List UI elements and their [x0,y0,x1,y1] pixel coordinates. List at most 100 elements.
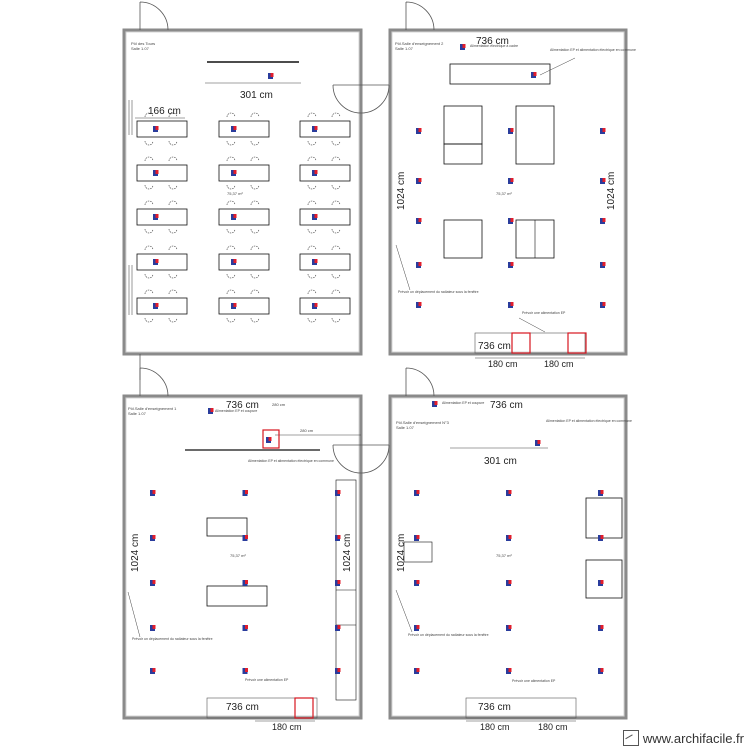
socket-icon [531,72,537,78]
socket-icon [416,178,422,184]
socket-icon [153,303,159,309]
room-title-line-2: Salle 1.07 [395,46,414,51]
socket-icon [335,668,341,674]
socket-icon [432,401,438,407]
top-width-dimension: 736 cm [490,400,523,411]
socket-icon [231,214,237,220]
area-label: 75,37 m² [230,553,246,558]
room-1: Pôl des Tours Salle 1.07 301 cm 166 cm 7… [122,1,363,380]
socket-icon [600,128,606,134]
socket-icon [416,302,422,308]
brand-watermark: www.archifacile.fr [622,730,744,746]
socket-icon [153,259,159,265]
socket-icon [242,490,248,496]
socket-icon [266,437,272,443]
socket-icon [508,128,514,134]
room-title-line-1: Pôl des Tours [131,41,155,46]
socket-icon [508,262,514,268]
note-2: Alimentation EP et alimentation électriq… [550,48,636,52]
socket-icon [600,302,606,308]
socket-icon [414,490,420,496]
wall-dimension: 301 cm [484,456,517,467]
socket-icon [414,668,420,674]
bottom-dimension: 736 cm [226,702,259,713]
note-3: Prévoir un déplacement du radiateur sous… [398,290,479,294]
side-dimension: 280 cm [272,402,286,407]
socket-icon [506,580,512,586]
socket-icon [153,126,159,132]
room-3: 736 cm Pôl.Salle d'enseignement 1 Salle … [122,367,363,732]
socket-icon [231,303,237,309]
note-2: Alimentation EP et alimentation électriq… [248,459,334,463]
desk [136,245,188,279]
socket-icon [312,214,318,220]
note-3: Prévoir un déplacement du radiateur sous… [408,633,489,637]
desk [218,200,270,234]
socket-icon [312,303,318,309]
socket-icon [231,126,237,132]
note-4: Prévoir une alimentation EP [245,678,289,682]
room-title-line-2: Salle 1.07 [128,411,147,416]
socket-icon [335,625,341,631]
socket-icon [416,128,422,134]
socket-icon [506,668,512,674]
area-label: 75,37 m² [227,191,243,196]
desk-grid [136,73,351,323]
socket-icon [242,668,248,674]
room-title-line-1: Pôl.Salle d'enseignement 1 [128,406,177,411]
desk [299,156,351,190]
socket-icon [150,535,156,541]
side-dimension-2: 280 cm [300,428,314,433]
desk [299,245,351,279]
socket-icon [460,44,466,50]
room-4: 736 cm Pôl.Salle d'enseignement N°3 Sall… [360,367,632,732]
door-top [139,1,169,31]
bottom-dimension: 736 cm [478,702,511,713]
note-1: Alimentation EP et coupure [215,409,257,413]
note-1: Alimentation électrique à cadre [470,44,518,48]
room-title-line-2: Salle 1.07 [131,46,150,51]
socket-icon [506,490,512,496]
desk [299,289,351,323]
socket-icon [335,490,341,496]
table-groups [443,105,555,259]
socket-icon [153,170,159,176]
socket-icon [335,535,341,541]
socket-icon [506,535,512,541]
socket-icon [535,440,541,446]
socket-icon [242,625,248,631]
socket-icon [598,580,604,586]
socket-icon [600,218,606,224]
desk [136,156,188,190]
brand-url: www.archifacile.fr [642,730,744,746]
socket-icon [312,126,318,132]
desk [136,200,188,234]
door-right [332,84,362,114]
area-label: 75,37 m² [496,191,512,196]
wall-dimension: 301 cm [240,90,273,101]
desk [218,289,270,323]
socket-icon [600,178,606,184]
left-width-dimension: 166 cm [148,106,181,117]
desk [218,112,270,146]
room-2: 736 cm Pôl.Salle d'enseignement 2 Salle … [360,1,636,369]
socket-icon [416,218,422,224]
top-width-dimension: 736 cm [226,400,259,411]
table-groups [403,497,623,599]
socket-icon [598,625,604,631]
right-height-dimension: 1024 cm [606,172,617,210]
socket-icon [335,580,341,586]
top-width-dimension: 736 cm [476,36,509,47]
area-label: 75,37 m² [496,553,512,558]
socket-icon [242,535,248,541]
socket-icon [508,302,514,308]
left-height-dimension: 1024 cm [396,172,407,210]
desk [136,289,188,323]
desk [136,112,188,146]
socket-icon [598,668,604,674]
socket-icon [598,535,604,541]
room-title-line-2: Salle 1.07 [396,425,415,430]
socket-icon [414,535,420,541]
bottom-dimension: 736 cm [478,341,511,352]
